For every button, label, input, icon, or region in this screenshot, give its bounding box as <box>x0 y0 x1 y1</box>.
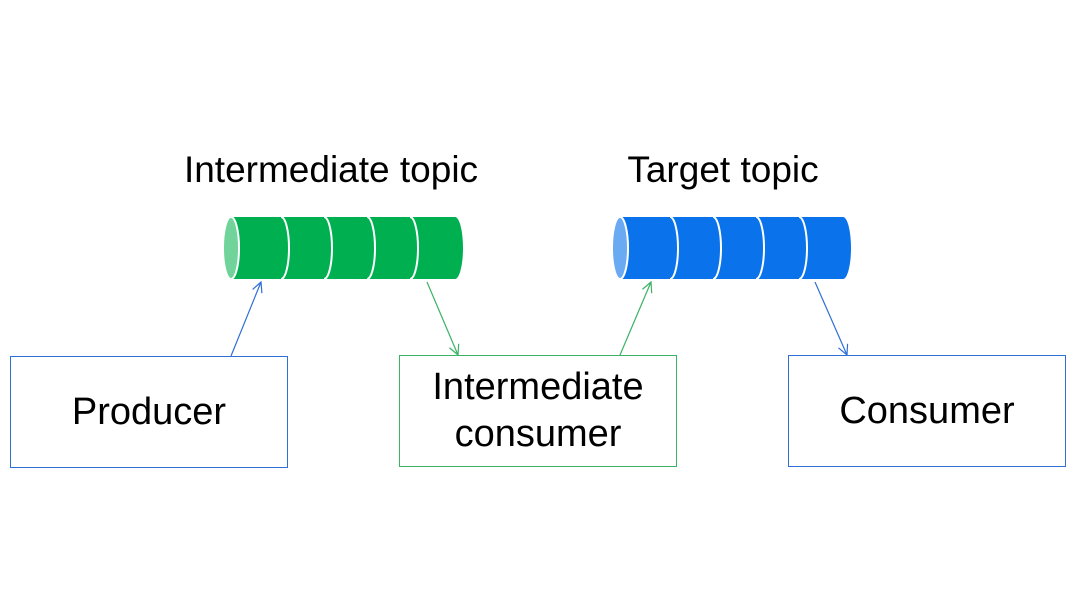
producer-box: Producer <box>10 356 288 468</box>
target-topic-title: Target topic <box>627 149 819 190</box>
queue-end-cap <box>611 216 629 280</box>
intermediate-topic-queue <box>222 216 463 280</box>
queue-segment-divider <box>409 216 419 280</box>
queue-segment-divider <box>323 216 333 280</box>
queue-segment-divider <box>755 216 765 280</box>
arrow-intermediate-consumer-to-target-topic <box>619 282 651 356</box>
arrow-producer-to-intermediate-topic <box>230 282 261 357</box>
intermediate-consumer-box: Intermediate consumer <box>399 355 677 467</box>
queue-segment-divider <box>798 216 808 280</box>
target-topic-queue <box>611 216 851 280</box>
queue-segment-divider <box>280 216 290 280</box>
queue-segment-divider <box>366 216 376 280</box>
intermediate-consumer-label: Intermediate consumer <box>432 366 644 455</box>
queue-segment-divider <box>712 216 722 280</box>
consumer-label: Consumer <box>839 389 1015 432</box>
arrow-intermediate-topic-to-intermediate-consumer <box>426 281 458 355</box>
queue-end-cap <box>222 216 240 280</box>
arrow-target-topic-to-consumer <box>814 281 847 355</box>
queue-body <box>231 217 463 279</box>
queue-segment-divider <box>669 216 679 280</box>
consumer-box: Consumer <box>788 355 1066 467</box>
intermediate-topic-title: Intermediate topic <box>183 149 479 190</box>
producer-label: Producer <box>71 390 227 433</box>
queue-body <box>620 217 851 279</box>
